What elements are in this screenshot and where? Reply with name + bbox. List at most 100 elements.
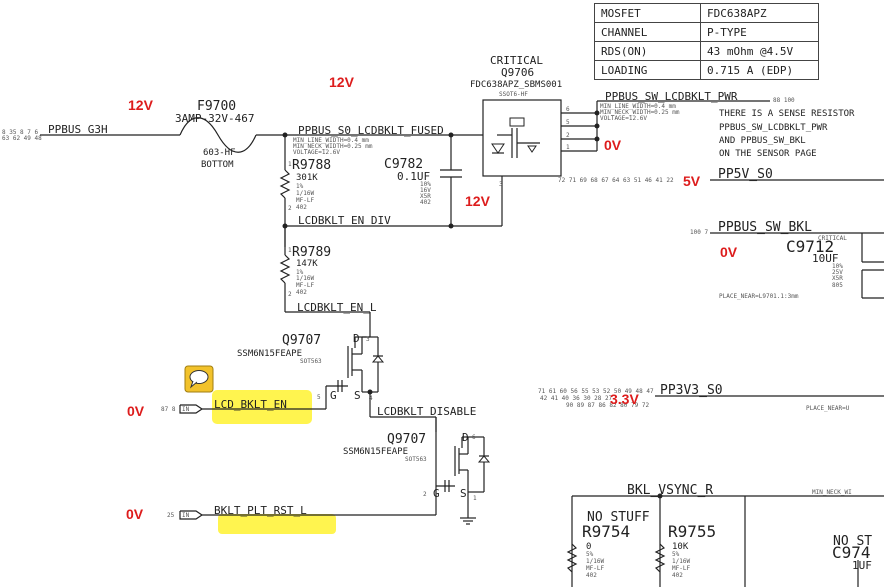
pageref-lcd-en: 87 8 <box>161 406 176 413</box>
r9755-tol: 5% <box>672 551 680 558</box>
q9707b-d: D <box>462 431 469 444</box>
c9712-ref: C9712 <box>786 237 834 256</box>
net-ppbus-sw: PPBUS_SW_LCDBKLT_PWR <box>605 90 738 103</box>
resistor-r9755 <box>654 543 666 573</box>
r9788-pin2: 2 <box>288 205 292 212</box>
pageref-pp5v: 72 71 69 68 67 64 63 51 46 41 22 <box>558 177 674 184</box>
place-near-u: PLACE_NEAR=U <box>806 405 850 412</box>
fuse-f9700 <box>179 117 257 153</box>
c9712-tol: 10% <box>832 263 843 270</box>
net-lcdbklt-en-l: LCDBKLT_EN_L <box>297 301 377 314</box>
q9706-body <box>482 99 562 177</box>
sense-note-1: PPBUS_SW_LCDBKLT_PWR <box>719 123 828 133</box>
net-lcdbklt-en-div: LCDBKLT_EN_DIV <box>298 214 391 227</box>
voltage-gate: 12V <box>465 193 491 209</box>
voltage-pp3v3: 3.3V <box>610 391 639 407</box>
r9789-type: MF-LF <box>296 282 314 289</box>
r9755-size: 402 <box>672 572 683 579</box>
pageref-pp3v3-c: 90 89 87 86 82 80 79 72 <box>566 402 649 409</box>
sense-note-0: THERE IS A SENSE RESISTOR <box>719 109 855 119</box>
r9754-type: MF-LF <box>586 565 604 572</box>
net-bkl-vsync: BKL_VSYNC_R <box>627 483 713 498</box>
voltage-sw-bkl: 0V <box>720 244 738 260</box>
q9707b-pin6: 6 <box>472 434 476 441</box>
net-ppbus-sw-bkl: PPBUS_SW_BKL <box>718 220 812 235</box>
c974x-stuff: NO ST <box>833 534 872 549</box>
min-neck-wi: MIN_NECK_WI <box>812 489 852 496</box>
port-lcd-bklt-en <box>179 404 204 414</box>
ppbus-s0-note-1: MIN_NECK_WIDTH=0.25 mm <box>293 143 373 150</box>
r9789-value: 147K <box>296 259 318 269</box>
junction <box>594 123 600 129</box>
junction <box>367 389 373 395</box>
net-bklt-plt-rst-l: BKLT_PLT_RST_L <box>214 504 307 517</box>
q9707a-d: D <box>353 332 360 345</box>
r9788-type: MF-LF <box>296 197 314 204</box>
place-near-l9701: PLACE_NEAR=L9701.1:3mm <box>719 293 799 300</box>
c9782-tol: 10% <box>420 181 431 188</box>
c9782-volt: 16V <box>420 187 431 194</box>
r9754-ref: R9754 <box>582 522 630 541</box>
c9712-value: 10UF <box>812 252 839 265</box>
spec-key: LOADING <box>594 60 701 80</box>
spec-row: RDS(ON) 43 mOhm @4.5V <box>594 41 819 61</box>
sense-note-2: AND PPBUS_SW_BKL <box>719 136 806 146</box>
q9707b-s: S <box>460 487 467 500</box>
q9707b-ref: Q9707 <box>387 432 426 447</box>
ppbus-s0-note-2: VOLTAGE=12.6V <box>293 149 340 156</box>
q9707a-pin4: 4 <box>369 395 373 402</box>
r9789-ref: R9789 <box>292 245 331 260</box>
c9712-diel: X5R <box>832 275 843 282</box>
c9712-critical: CRITICAL <box>818 235 847 242</box>
pageref-sw-pwr: 88 100 <box>773 97 795 104</box>
q9707a-g: G <box>330 389 337 402</box>
resistor-r9788 <box>279 169 291 199</box>
r9789-pin1: 1 <box>288 247 292 254</box>
spec-key: RDS(ON) <box>594 41 701 61</box>
r9754-power: 1/16W <box>586 558 604 565</box>
q9707a-pkg: SOT563 <box>300 358 322 365</box>
r9754-size: 402 <box>586 572 597 579</box>
r9789-power: 1/16W <box>296 275 314 282</box>
port-in-label-2: IN <box>182 512 190 519</box>
c9782-ref: C9782 <box>384 157 423 172</box>
net-pp3v3: PP3V3_S0 <box>660 383 723 398</box>
voltage-g3h: 12V <box>128 97 154 113</box>
q9706-critical: CRITICAL <box>490 54 543 67</box>
q9707b-pkg: SOT563 <box>405 456 427 463</box>
mosfet-spec-table: MOSFET FDC638APZ CHANNEL P-TYPE RDS(ON) … <box>594 3 819 80</box>
f9700-pkg: 603-HF <box>203 148 236 158</box>
spec-value: FDC638APZ <box>700 3 819 23</box>
spec-key: CHANNEL <box>594 22 701 42</box>
pageref-pp3v3: 71 61 60 56 55 53 52 50 49 48 47 <box>538 388 654 395</box>
ppbus-sw-note-2: VOLTAGE=12.6V <box>600 115 647 122</box>
spec-key: MOSFET <box>594 3 701 23</box>
r9788-value: 301K <box>296 173 318 183</box>
net-ppbus-g3h: PPBUS_G3H <box>48 123 108 136</box>
r9789-size: 402 <box>296 289 307 296</box>
spec-row: MOSFET FDC638APZ <box>594 3 819 23</box>
port-bklt-plt-rst <box>179 510 204 520</box>
q9706-ref: Q9706 <box>501 66 534 79</box>
voltage-lcd-en: 0V <box>127 403 145 419</box>
q9707b-pin1: 1 <box>473 495 477 502</box>
highlight-lcd-bklt-en <box>212 390 312 424</box>
c974x-value: 1UF <box>852 559 872 572</box>
r9788-pin1: 1 <box>288 161 292 168</box>
spec-value: 0.715 A (EDP) <box>700 60 819 80</box>
q9706-part: FDC638APZ_SBMS001 <box>470 80 562 90</box>
comment-icon[interactable] <box>184 365 214 393</box>
q9707a-pin3: 3 <box>366 336 370 343</box>
voltage-s0: 12V <box>329 74 355 90</box>
sense-note-3: ON THE SENSOR PAGE <box>719 149 817 159</box>
c9782-diel: X5R <box>420 193 431 200</box>
r9789-tol: 1% <box>296 269 304 276</box>
spec-value: 43 mOhm @4.5V <box>700 41 819 61</box>
r9754-value: 0 <box>586 542 591 552</box>
r9754-stuff: NO STUFF <box>587 510 650 525</box>
q9707b-symbol <box>435 417 491 493</box>
q9707a-s: S <box>354 389 361 402</box>
f9700-value: 3AMP-32V-467 <box>175 112 254 125</box>
c9782-size: 402 <box>420 199 431 206</box>
